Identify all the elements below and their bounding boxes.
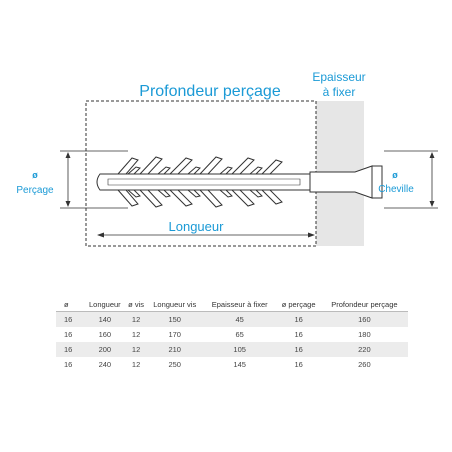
table-cell: 16	[56, 311, 84, 327]
drill-arrow-top	[65, 152, 71, 158]
table-cell: 45	[202, 311, 277, 327]
plug-arrow-bottom	[429, 201, 435, 207]
table-cell: 16	[294, 360, 303, 369]
table-row: 16 140 12 150 45 16 160	[56, 311, 408, 327]
table-cell: 210	[146, 342, 203, 357]
length-arrow-left	[97, 232, 104, 238]
table-cell: 220	[320, 342, 408, 357]
thickness-label-line2: à fixer	[323, 85, 356, 99]
table-cell: 150	[146, 311, 203, 327]
drill-arrow-bottom	[65, 201, 71, 207]
table-cell: 240	[98, 360, 112, 369]
header-thickness: Epaisseur à fixer	[202, 298, 277, 312]
table-cell: 145	[233, 360, 246, 369]
table-cell: 160	[320, 311, 408, 327]
table-cell: 140	[84, 311, 126, 327]
length-arrow-right	[308, 232, 315, 238]
table-cell: 16	[276, 342, 321, 357]
header-drill-depth: Profondeur perçage	[320, 298, 408, 312]
spec-table: ø Longueur ø vis Longueur vis Epaisseur …	[56, 298, 408, 372]
table-cell: 180	[358, 330, 371, 339]
plug-arrow-top	[429, 152, 435, 158]
table-cell: 200	[84, 342, 126, 357]
table-cell: 16	[64, 360, 73, 369]
table-cell: 12	[131, 330, 141, 339]
table-cell: 16	[276, 311, 321, 327]
table-cell: 16	[64, 330, 73, 339]
table-cell: 12	[125, 342, 147, 357]
plug-diameter-symbol: ø	[392, 170, 398, 180]
table-row: 16 200 12 210 105 16 220	[56, 342, 408, 357]
drill-diameter-symbol: ø	[32, 170, 38, 180]
table-cell: 12	[131, 360, 141, 369]
header-drill-diameter: ø perçage	[276, 298, 321, 312]
table-cell: 16	[294, 330, 303, 339]
table-cell: 250	[168, 360, 181, 369]
thickness-label-line1: Epaisseur	[312, 70, 365, 84]
table-cell: 65	[235, 330, 244, 339]
drilling-depth-label: Profondeur perçage	[139, 83, 281, 100]
table-cell: 170	[168, 330, 181, 339]
table-cell: 12	[125, 311, 147, 327]
wall-plug	[96, 156, 383, 208]
header-screw-diameter: ø vis	[125, 298, 147, 312]
table-cell: 16	[56, 342, 84, 357]
wall-plug-diagram: ø Perçage	[16, 70, 438, 247]
table-cell: 105	[202, 342, 277, 357]
length-label: Longueur	[169, 219, 225, 234]
table-row: 16 240 12 250 145 16 260	[56, 357, 408, 372]
plug-label: Cheville	[378, 184, 414, 195]
table-cell: 160	[98, 330, 112, 339]
header-screw-length: Longueur vis	[146, 298, 203, 312]
table-row: 16 160 12 170 65 16 180	[56, 327, 408, 342]
header-diameter: ø	[56, 298, 84, 312]
table-header-row: ø Longueur ø vis Longueur vis Epaisseur …	[56, 298, 408, 312]
header-length: Longueur	[84, 298, 126, 312]
table-cell: 260	[358, 360, 371, 369]
drill-label: Perçage	[16, 185, 54, 196]
